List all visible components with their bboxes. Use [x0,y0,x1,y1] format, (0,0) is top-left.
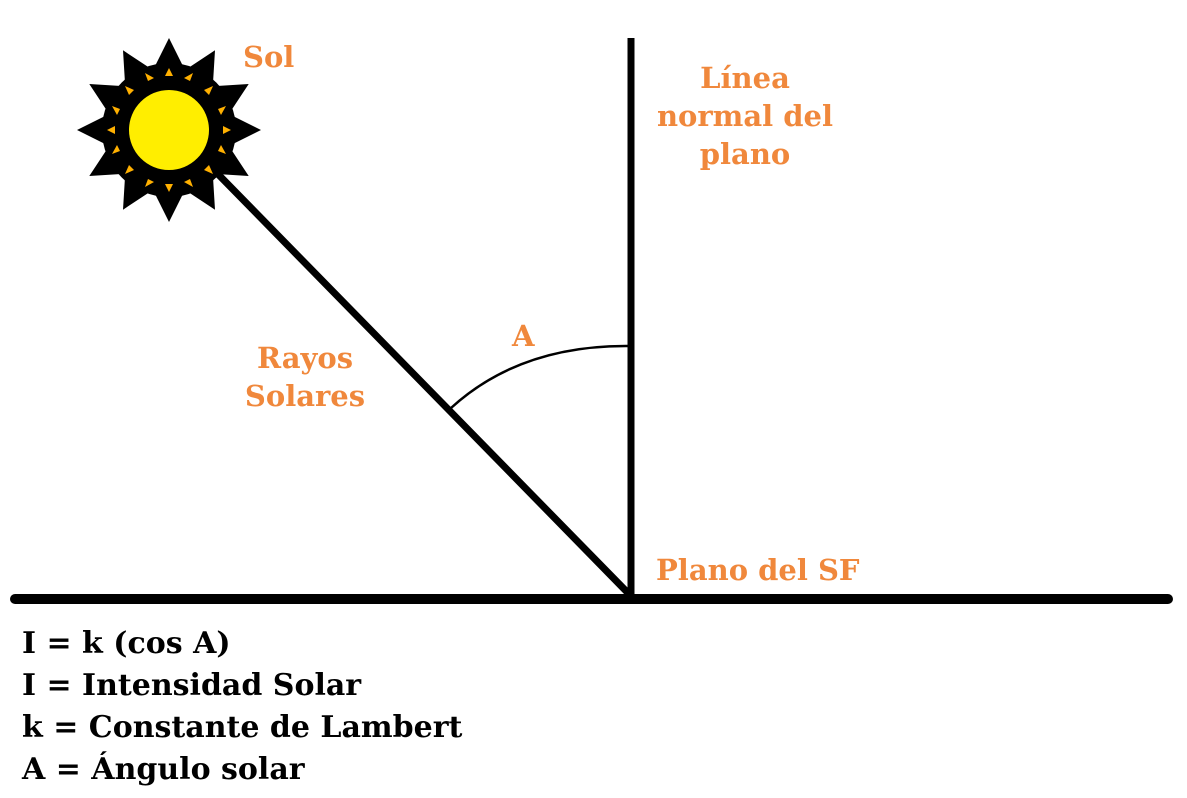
normal-line-label-line1: Línea [700,61,790,95]
formula-definition-intensity: I = Intensidad Solar [22,668,362,703]
solar-rays-label-line1: Rayos [256,341,354,375]
normal-line-label: Línea normal del plano [640,59,850,173]
angle-arc [450,344,630,409]
solar-rays-label: Rayos Solares [240,339,370,415]
sun-label: Sol [243,40,295,74]
formula-line: I = k (cos A) [22,626,231,661]
solar-rays-label-line2: Solares [244,379,366,413]
angle-label: A [512,319,535,353]
normal-line-label-line2: normal del [656,99,834,133]
plane-label: Plano del SF [656,553,860,587]
solar-ray-line [209,165,632,597]
formula-definition-constant: k = Constante de Lambert [22,710,463,745]
normal-line-label-line3: plano [699,137,791,171]
sun-icon [77,38,261,222]
formula-definition-angle: A = Ángulo solar [22,752,305,787]
